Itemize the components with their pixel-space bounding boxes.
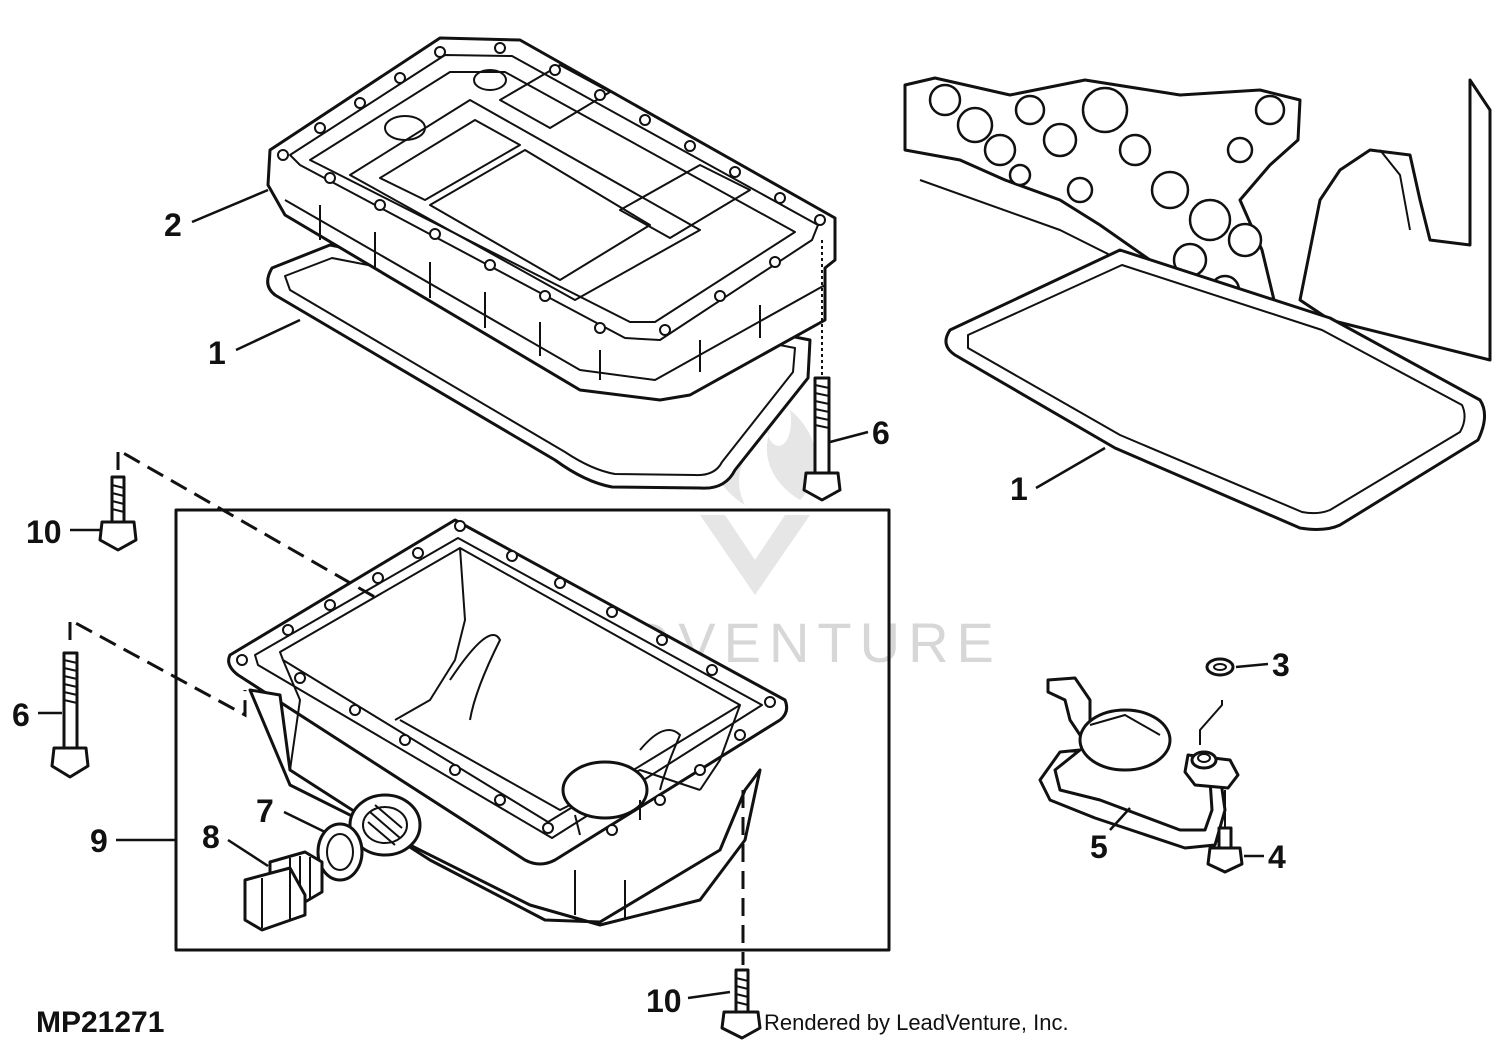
drain-washer [316,822,364,882]
callout-pickup-tube: 5 [1090,829,1108,865]
drain-boss [348,793,422,857]
callout-stud-left: 6 [12,697,30,733]
callout-cap-screw-left: 10 [26,514,62,550]
callout-gasket-right: 1 [1010,471,1028,507]
upper-pan-bolt-holes [277,42,826,336]
gasket-right [944,248,1486,531]
stud-left [50,651,90,779]
leader-lines [38,188,1269,1000]
callout-upper-pan: 2 [164,207,182,243]
upper-pan-group [266,36,837,490]
callout-drain-washer: 7 [256,793,274,829]
oil-pan-assembly-box [174,508,891,952]
stud-upper [802,240,842,502]
callout-tube-cap-screw: 4 [1268,839,1286,875]
oil-pan-bolt-holes [236,520,776,836]
callout-seal-ring: 3 [1272,647,1290,683]
drain-plug [243,850,324,932]
tube-cap-screw [1206,790,1244,874]
figure-id: MP21271 [36,1006,164,1039]
seal-ring [1199,657,1235,745]
cap-screw-left [98,475,138,552]
callout-gasket-left: 1 [208,335,226,371]
assembly-dashed-lines [68,447,745,965]
upper-pan [266,36,837,402]
oil-pan [227,518,789,927]
callout-oil-pan-assembly: 9 [90,823,108,859]
cap-screw-bottom [720,968,762,1040]
callout-drain-plug: 8 [202,819,220,855]
pickup-tube [1038,676,1240,850]
callout-labels: 2 1 6 1 10 6 9 8 7 10 3 4 5 [12,207,1290,1019]
render-credit: Rendered by LeadVenture, Inc. [764,1010,1069,1035]
callout-cap-screw-bottom: 10 [646,983,682,1019]
callout-stud-upper: 6 [872,415,890,451]
